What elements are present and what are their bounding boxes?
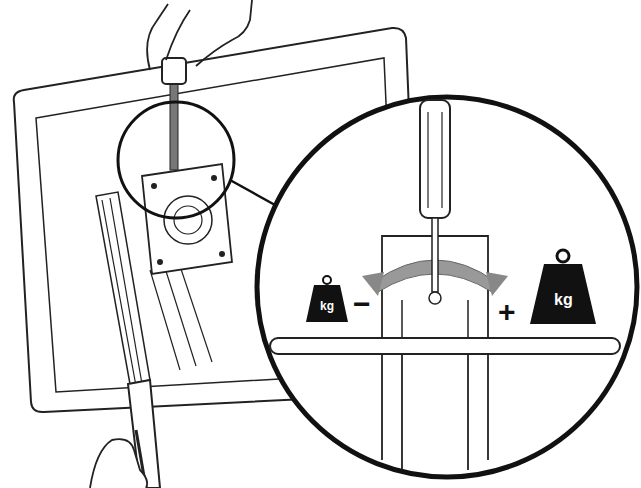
weight-unit: kg — [554, 292, 573, 308]
minus-sign: − — [353, 289, 371, 319]
arrow-head — [486, 272, 508, 296]
weight-icon — [530, 264, 596, 324]
vesa-plate — [142, 164, 232, 274]
vesa-hub — [164, 196, 212, 244]
weight-unit: kg — [320, 300, 334, 312]
adjust-knob — [162, 58, 186, 84]
screw — [429, 292, 441, 304]
screwdriver-shaft — [432, 218, 438, 292]
hand — [90, 439, 147, 488]
screwdriver-handle — [420, 100, 450, 218]
stand-rails — [102, 198, 142, 386]
adjust-rod — [170, 80, 178, 170]
detail-circle — [257, 97, 637, 477]
support-bar — [270, 338, 620, 354]
vesa-hub — [174, 206, 202, 234]
stand-rails — [150, 266, 212, 370]
plus-sign: + — [498, 297, 516, 327]
magnifier-circle — [118, 102, 234, 218]
weight-icon — [306, 285, 348, 322]
stand-column — [96, 192, 150, 384]
hand — [147, 0, 252, 70]
